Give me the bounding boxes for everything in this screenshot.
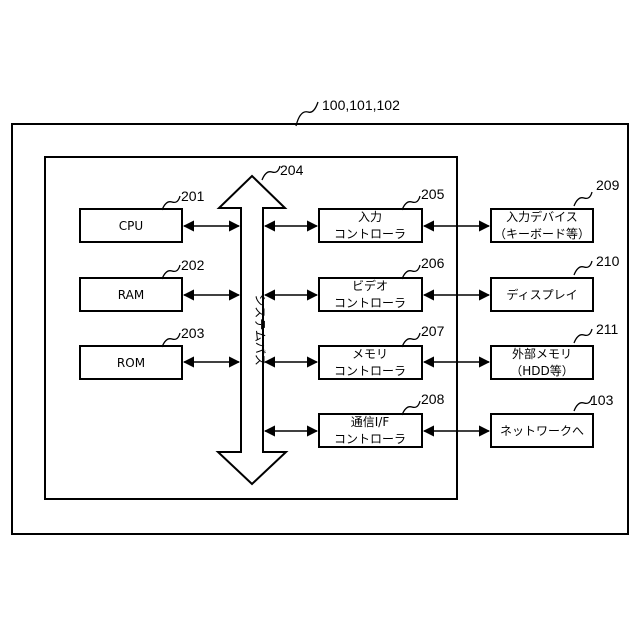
network-ref-number: 103 xyxy=(590,392,614,408)
external-memory-label-line2: （HDD等） xyxy=(510,364,574,378)
comm-controller-label-line2: コントローラ xyxy=(334,432,406,446)
external-memory-label-line1: 外部メモリ xyxy=(512,346,572,361)
video-controller-ref-leader xyxy=(402,265,420,279)
ram-label: RAM xyxy=(118,288,144,302)
rom-label: ROM xyxy=(117,356,145,370)
outer-ref-leader xyxy=(296,102,318,126)
input-device-ref-leader xyxy=(574,192,592,206)
input-controller-label-line2: コントローラ xyxy=(334,227,406,241)
input-device-block: 入力デバイス （キーボード等） 209 xyxy=(491,177,620,242)
memory-controller-label-line2: コントローラ xyxy=(334,364,406,378)
input-controller-block: 入力 コントローラ 205 xyxy=(319,186,445,242)
outer-ref-number: 100,101,102 xyxy=(322,97,400,113)
input-controller-ref-leader xyxy=(402,196,420,210)
bus-ref-leader xyxy=(262,166,280,180)
display-ref-leader xyxy=(574,261,592,275)
comm-controller-label-line1: 通信I/F xyxy=(351,415,390,429)
input-device-label-line1: 入力デバイス xyxy=(506,209,578,224)
memory-controller-label-line1: メモリ xyxy=(352,347,388,361)
memory-controller-ref-number: 207 xyxy=(421,323,445,339)
cpu-block: CPU 201 xyxy=(80,188,205,242)
comm-controller-ref-number: 208 xyxy=(421,391,445,407)
input-controller-label-line1: 入力 xyxy=(358,210,382,224)
outer-apparatus-frame xyxy=(12,124,628,534)
external-memory-ref-leader xyxy=(574,329,592,343)
input-controller-ref-number: 205 xyxy=(421,186,445,202)
memory-controller-ref-leader xyxy=(402,333,420,347)
ram-ref-leader xyxy=(162,265,180,279)
rom-ref-leader xyxy=(162,333,180,347)
network-label: ネットワークへ xyxy=(500,424,584,438)
display-ref-number: 210 xyxy=(596,253,620,269)
system-bus-arrow xyxy=(218,176,286,484)
video-controller-ref-number: 206 xyxy=(421,255,445,271)
input-device-label-line2: （キーボード等） xyxy=(494,227,590,241)
display-label: ディスプレイ xyxy=(506,287,577,302)
comm-controller-block: 通信I/F コントローラ 208 xyxy=(319,391,445,447)
rom-block: ROM 203 xyxy=(80,325,205,379)
cpu-ref-leader xyxy=(162,196,180,210)
ram-block: RAM 202 xyxy=(80,257,205,311)
memory-controller-block: メモリ コントローラ 207 xyxy=(319,323,445,379)
ram-ref-number: 202 xyxy=(181,257,205,273)
input-device-ref-number: 209 xyxy=(596,177,620,193)
network-block: ネットワークへ 103 xyxy=(491,392,614,447)
video-controller-label-line2: コントローラ xyxy=(334,296,406,310)
external-memory-ref-number: 211 xyxy=(596,321,619,337)
video-controller-label-line1: ビデオ xyxy=(352,278,388,293)
bus-ref-number: 204 xyxy=(280,162,304,178)
cpu-ref-number: 201 xyxy=(181,188,205,204)
external-memory-block: 外部メモリ （HDD等） 211 xyxy=(491,321,619,379)
cpu-label: CPU xyxy=(119,219,143,233)
display-block: ディスプレイ 210 xyxy=(491,253,620,311)
system-bus-label: システムバス xyxy=(253,294,267,366)
video-controller-block: ビデオ コントローラ 206 xyxy=(319,255,445,311)
rom-ref-number: 203 xyxy=(181,325,205,341)
comm-controller-ref-leader xyxy=(402,401,420,415)
